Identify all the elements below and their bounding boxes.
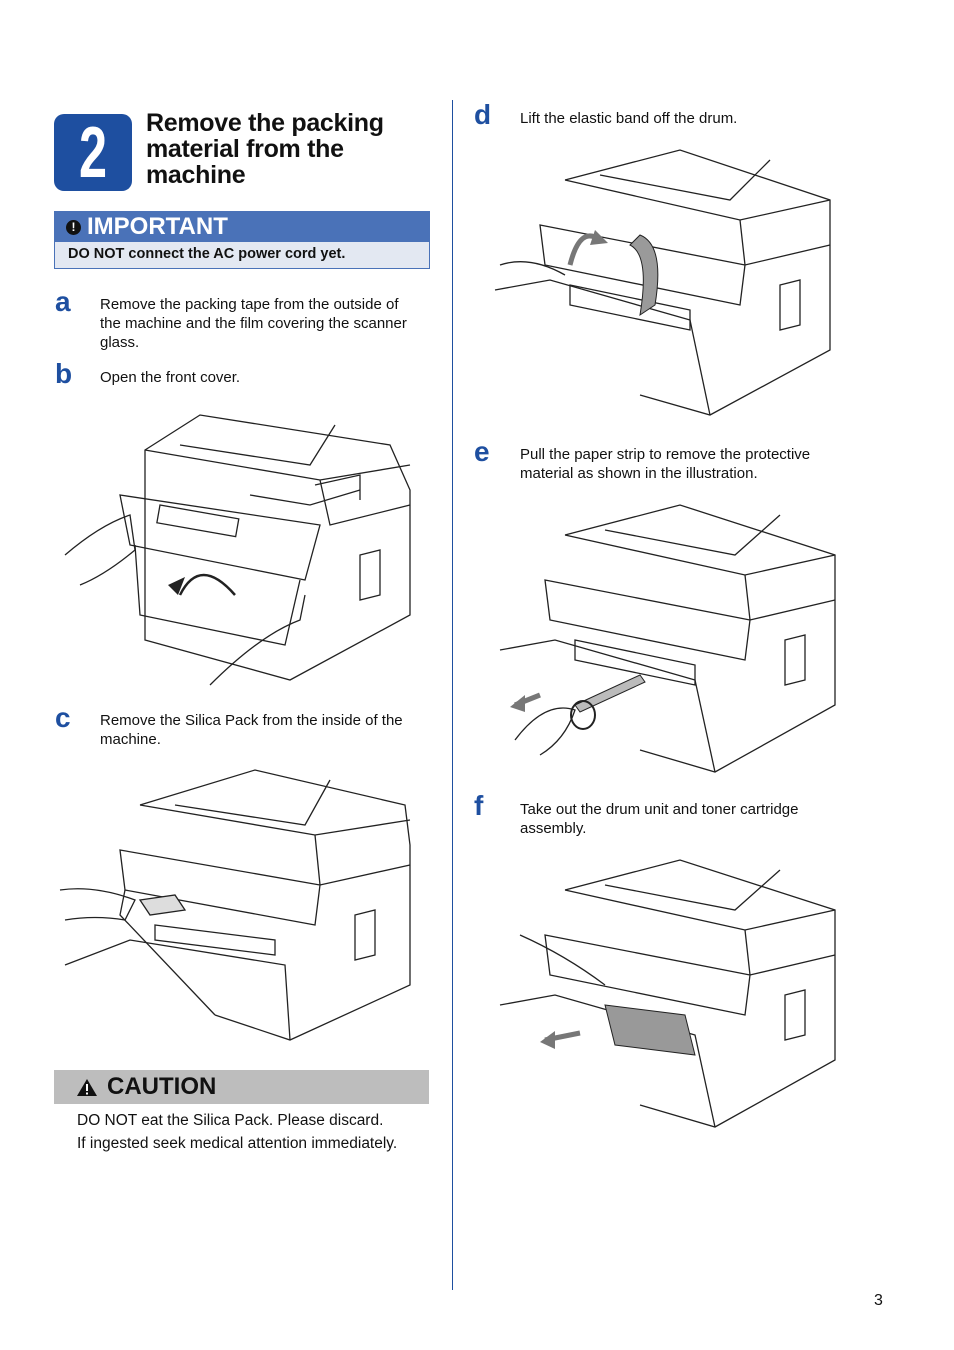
caution-heading: CAUTION xyxy=(107,1073,217,1100)
title-line: Remove the packing xyxy=(146,109,384,137)
step-letter-a: a xyxy=(55,286,71,317)
step-letter-f: f xyxy=(474,790,484,821)
step-a-text: Remove the packing tape from the outside… xyxy=(100,295,440,352)
caution-text-line: If ingested seek medical attention immed… xyxy=(77,1135,398,1152)
step-letter-d: d xyxy=(474,99,492,130)
printer-elastic-band-illustration xyxy=(494,149,831,416)
important-header: ! IMPORTANT xyxy=(54,211,430,242)
step-letter-b: b xyxy=(55,358,73,389)
caution-text-line: DO NOT eat the Silica Pack. Please disca… xyxy=(77,1112,384,1129)
text-line: Open the front cover. xyxy=(100,369,241,386)
text-line: Take out the drum unit and toner cartrid… xyxy=(520,801,799,818)
text-line: Pull the paper strip to remove the prote… xyxy=(520,446,811,463)
text-line: Remove the packing tape from the outside… xyxy=(100,296,399,313)
step-d-text: Lift the elastic band off the drum. xyxy=(520,109,737,128)
printer-drum-unit-removal-illustration xyxy=(499,859,836,1128)
text-line: material as shown in the illustration. xyxy=(520,465,758,482)
section-title: Remove the packing material from the mac… xyxy=(146,110,436,188)
text-line: machine. xyxy=(100,731,161,748)
step-letter-e: e xyxy=(474,436,490,467)
step-e-text: Pull the paper strip to remove the prote… xyxy=(520,445,850,483)
step-b-text: Open the front cover. xyxy=(100,368,240,387)
important-text: DO NOT connect the AC power cord yet. xyxy=(68,246,346,262)
page-number: 3 xyxy=(874,1292,883,1309)
step-f-text: Take out the drum unit and toner cartrid… xyxy=(520,800,850,838)
text-line: glass. xyxy=(100,334,140,351)
text-line: the machine and the film covering the sc… xyxy=(100,315,407,332)
step-number: 2 xyxy=(78,114,108,191)
warning-triangle-icon xyxy=(77,1079,97,1096)
text-line: assembly. xyxy=(520,820,587,837)
text-line: Remove the Silica Pack from the inside o… xyxy=(100,712,403,729)
important-body: DO NOT connect the AC power cord yet. xyxy=(54,242,430,269)
step-c-text: Remove the Silica Pack from the inside o… xyxy=(100,711,440,749)
printer-silica-pack-illustration xyxy=(59,769,411,1041)
important-heading: IMPORTANT xyxy=(87,213,228,240)
step-number-box: 2 xyxy=(54,114,132,191)
column-divider xyxy=(452,100,453,1290)
title-line: material from the xyxy=(146,135,344,163)
caution-header: CAUTION xyxy=(54,1070,429,1104)
text-line: Lift the elastic band off the drum. xyxy=(520,110,738,127)
exclamation-icon: ! xyxy=(66,220,81,235)
printer-open-cover-illustration xyxy=(64,414,411,686)
printer-paper-strip-illustration xyxy=(499,504,836,773)
title-line: machine xyxy=(146,161,246,189)
step-letter-c: c xyxy=(55,702,71,733)
